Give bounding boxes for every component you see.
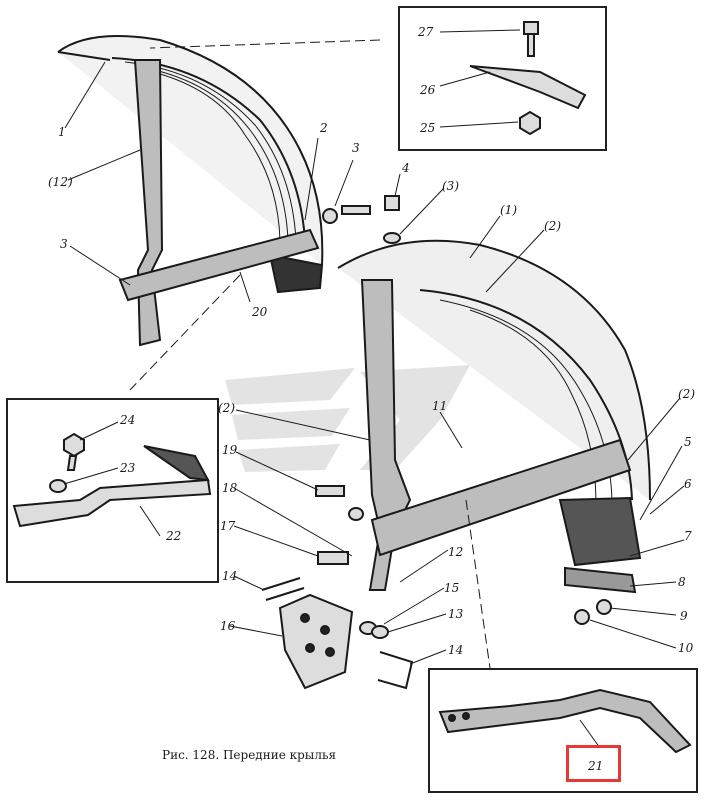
- label-2-left: 2: [320, 121, 328, 135]
- label-27: 27: [418, 25, 434, 39]
- highlight-box-21: [566, 745, 621, 782]
- inset-3-part: [438, 688, 692, 754]
- label-2-paren-right: (2): [678, 387, 695, 401]
- label-3-left: 3: [60, 237, 68, 251]
- label-15: 15: [444, 581, 460, 595]
- label-14-bottom: 14: [448, 643, 464, 657]
- label-4: 4: [402, 161, 410, 175]
- label-19: 19: [222, 443, 238, 457]
- label-17: 17: [220, 519, 236, 533]
- inset-bracket-bolt: [398, 6, 607, 151]
- watermark-logo: [225, 365, 470, 472]
- label-11: 11: [432, 399, 448, 413]
- label-2-paren-mid: (2): [218, 401, 235, 415]
- label-1-paren: (1): [500, 203, 517, 217]
- left-fender: [57, 35, 324, 294]
- label-10: 10: [678, 641, 694, 655]
- label-12-paren: (12): [48, 175, 73, 189]
- label-18: 18: [222, 481, 238, 495]
- figure-caption: Рис. 128. Передние крылья: [162, 748, 337, 762]
- label-6: 6: [684, 477, 692, 491]
- inset-bracket-22: [6, 398, 219, 583]
- rubber-flap: [558, 496, 642, 625]
- label-9: 9: [680, 609, 688, 623]
- leader-lines: [63, 29, 685, 749]
- inset-2-parts: [12, 432, 212, 528]
- label-12: 12: [448, 545, 464, 559]
- label-1: 1: [58, 125, 66, 139]
- label-3-paren: (3): [442, 179, 459, 193]
- right-strut: [360, 279, 632, 591]
- label-2-paren: (2): [544, 219, 561, 233]
- label-25: 25: [420, 121, 436, 135]
- label-20: 20: [252, 305, 268, 319]
- label-13: 13: [448, 607, 464, 621]
- label-24: 24: [120, 413, 136, 427]
- label-5: 5: [684, 435, 692, 449]
- label-26: 26: [420, 83, 436, 97]
- inset-1-parts: [469, 21, 587, 136]
- label-14-top: 14: [222, 569, 238, 583]
- label-21: 21: [588, 759, 604, 773]
- inset-bracket-21: [428, 668, 698, 793]
- label-23: 23: [120, 461, 136, 475]
- left-strut: [118, 59, 320, 347]
- label-22: 22: [166, 529, 182, 543]
- label-8: 8: [678, 575, 686, 589]
- fasteners: [315, 195, 401, 639]
- mounting-plate: [261, 577, 414, 690]
- label-16: 16: [220, 619, 236, 633]
- label-7: 7: [684, 529, 692, 543]
- label-3-bolt: 3: [352, 141, 360, 155]
